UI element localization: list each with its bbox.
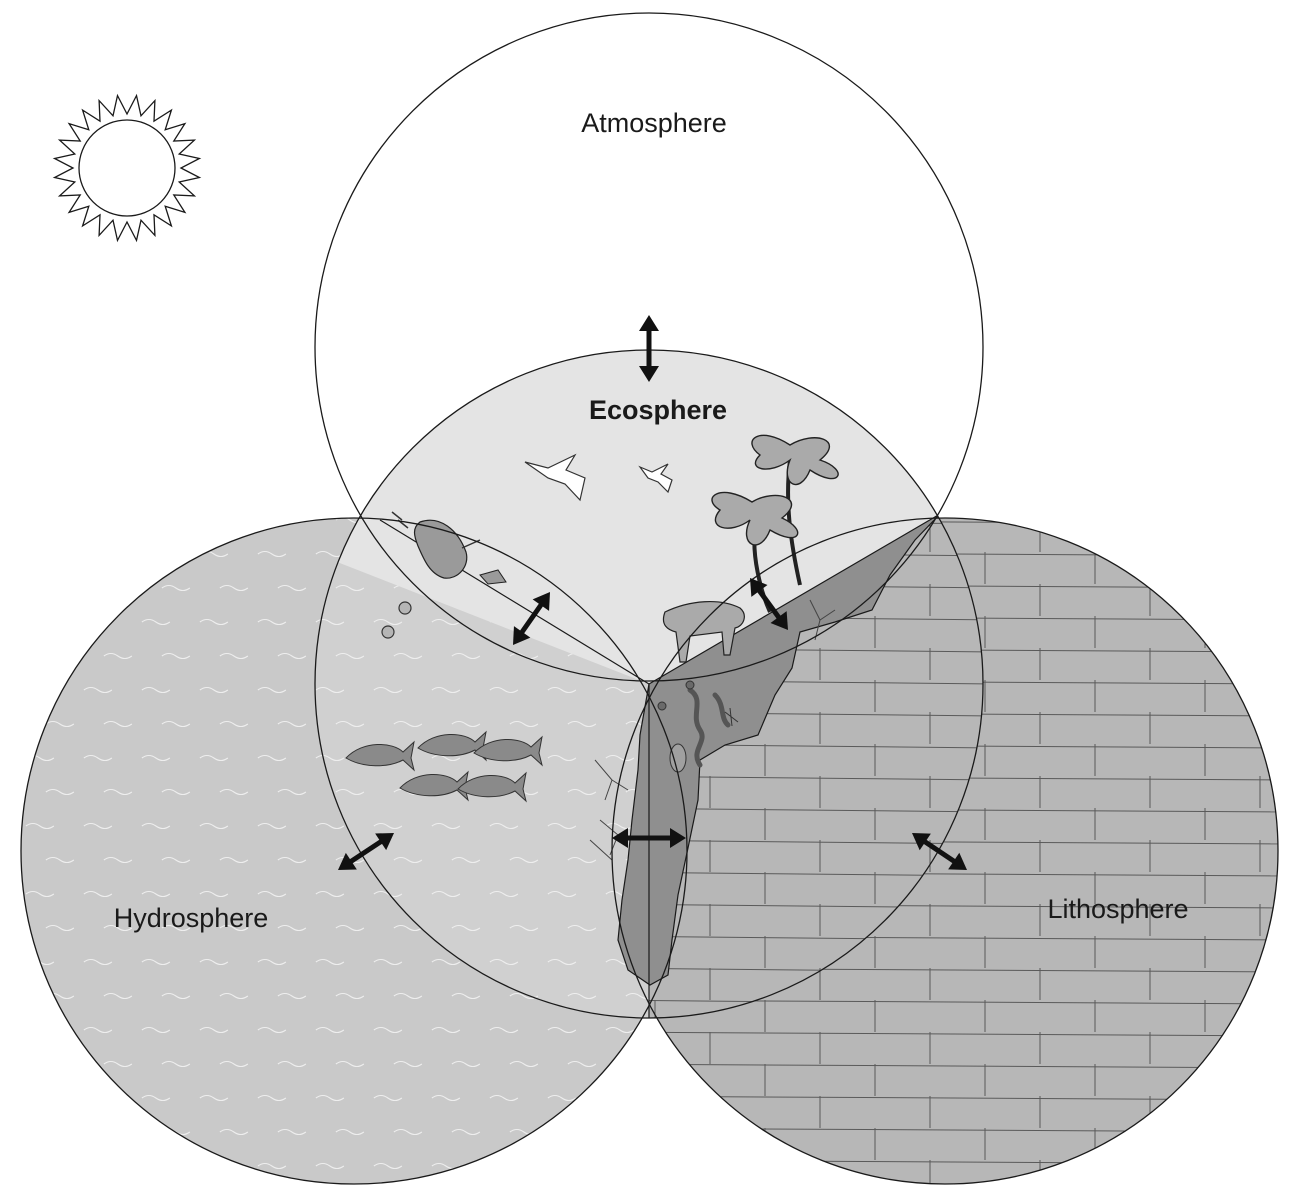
dolphin-icon — [391, 511, 507, 585]
exchange-arrows — [338, 315, 967, 870]
fish-icon — [457, 771, 527, 803]
double-arrow-icon — [513, 592, 550, 645]
fish-icon — [399, 770, 469, 802]
cow-icon — [662, 601, 745, 663]
double-arrow-icon — [612, 828, 686, 848]
hydrosphere-label: Hydrosphere — [114, 903, 269, 933]
lithosphere-outline — [611, 517, 1279, 1185]
fish-icon — [417, 730, 487, 762]
lithosphere-label: Lithosphere — [1047, 894, 1188, 924]
bird-icon — [524, 453, 586, 502]
hydrosphere-outline — [20, 517, 688, 1185]
fish-icon — [473, 735, 543, 767]
bird-icon — [638, 463, 673, 494]
double-arrow-icon — [338, 833, 394, 870]
atmosphere-label: Atmosphere — [581, 108, 727, 138]
ecosphere-scene — [345, 434, 839, 861]
sun-icon — [52, 93, 202, 243]
fish-icon — [345, 740, 415, 772]
worm-icon — [687, 687, 731, 768]
palm-tree-icon — [711, 434, 839, 613]
ecosphere-circle — [315, 350, 983, 1018]
ecosphere-label: Ecosphere — [589, 395, 727, 425]
atmosphere-outline — [314, 12, 984, 682]
double-arrow-icon — [639, 315, 659, 382]
double-arrow-icon — [750, 578, 788, 630]
double-arrow-icon — [912, 833, 967, 870]
plankton-icon — [381, 601, 412, 639]
